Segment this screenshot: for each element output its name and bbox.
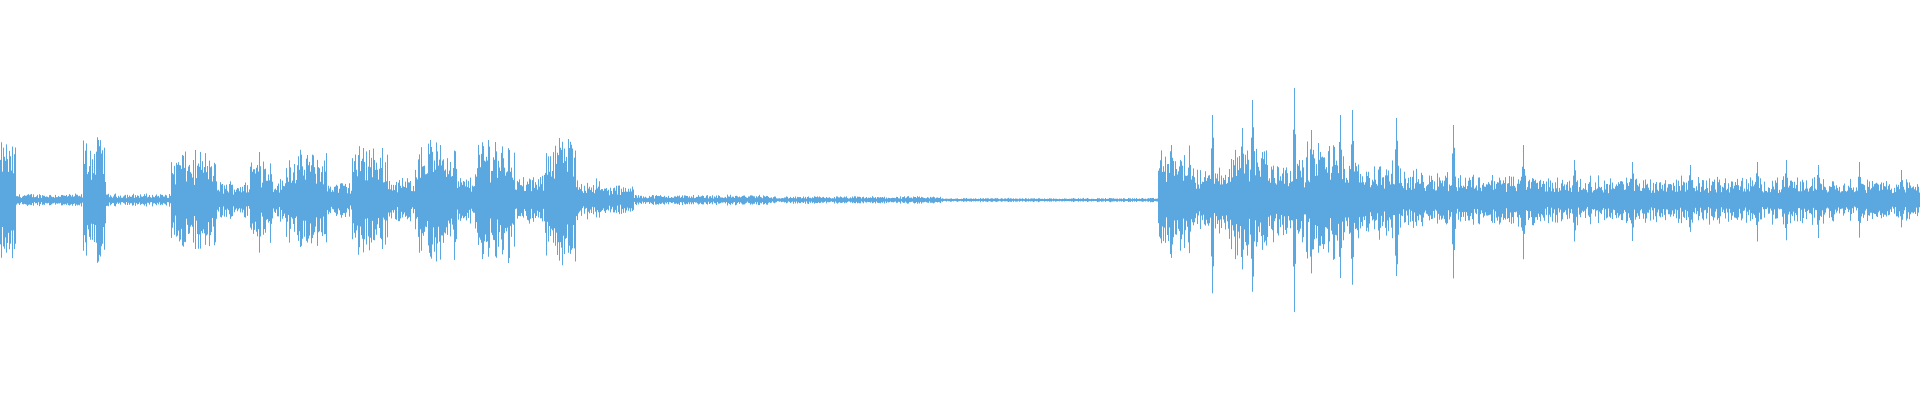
waveform-graphic: [0, 88, 1920, 312]
audio-waveform: [0, 88, 1920, 312]
